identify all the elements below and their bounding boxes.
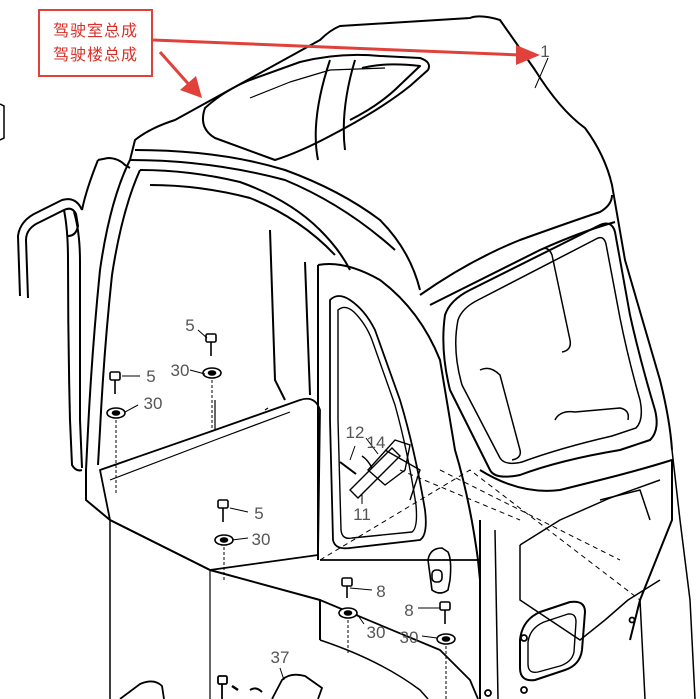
part-label-5-left: 5: [146, 367, 155, 386]
fastener-group-upper: [202, 333, 222, 432]
hidden-lines: [319, 469, 641, 601]
annotation-line-2: 驾驶楼总成: [52, 45, 138, 64]
left-edge-fragment: [0, 103, 5, 141]
fastener-group-left: [106, 371, 126, 495]
grab-rail: [16, 156, 131, 472]
annotation-callout: 驾驶室总成 驾驶楼总成: [38, 9, 153, 77]
part-label-1: 1: [540, 42, 549, 61]
annotation-arrows: [152, 38, 540, 98]
access-panel: [519, 600, 586, 682]
part-label-30-door-right: 30: [400, 628, 419, 647]
annotation-line-1: 驾驶室总成: [52, 21, 138, 40]
part-label-5-upper: 5: [185, 316, 194, 335]
part-label-14: 14: [367, 433, 386, 452]
part-label-30-upper: 30: [171, 361, 190, 380]
part-label-30-door-left: 30: [367, 623, 386, 642]
bolt-c-head: [217, 499, 229, 509]
bolt-e-head: [439, 601, 451, 611]
bolt-d-head: [341, 577, 353, 587]
part-label-30-center: 30: [252, 530, 271, 549]
part-label-11: 11: [353, 505, 371, 524]
cab-skylight: [202, 53, 430, 161]
bolt-a-head: [205, 333, 217, 343]
latch-assembly: [339, 439, 421, 501]
part-label-8-right: 8: [404, 601, 413, 620]
part-label-37: 37: [271, 648, 290, 667]
cab-body: [129, 15, 696, 699]
bolt-b-head: [109, 371, 121, 381]
fastener-group-door-left: [338, 577, 358, 655]
fastener-group-door-right: [436, 601, 456, 699]
part-label-12: 12: [346, 423, 365, 442]
part-label-5-center: 5: [254, 504, 263, 523]
part-label-8-left: 8: [376, 582, 385, 601]
floor-plate: [99, 397, 321, 571]
door-latch: [427, 547, 452, 594]
part-label-30-left: 30: [144, 394, 163, 413]
cab-side-window: [442, 222, 658, 478]
leader-lines: [122, 57, 549, 681]
cab-roof: [129, 15, 673, 451]
cab-front-frame: [85, 159, 481, 699]
door-opening: [317, 263, 481, 581]
part-37-plate: [271, 673, 324, 699]
bottom-parts: [119, 616, 636, 699]
